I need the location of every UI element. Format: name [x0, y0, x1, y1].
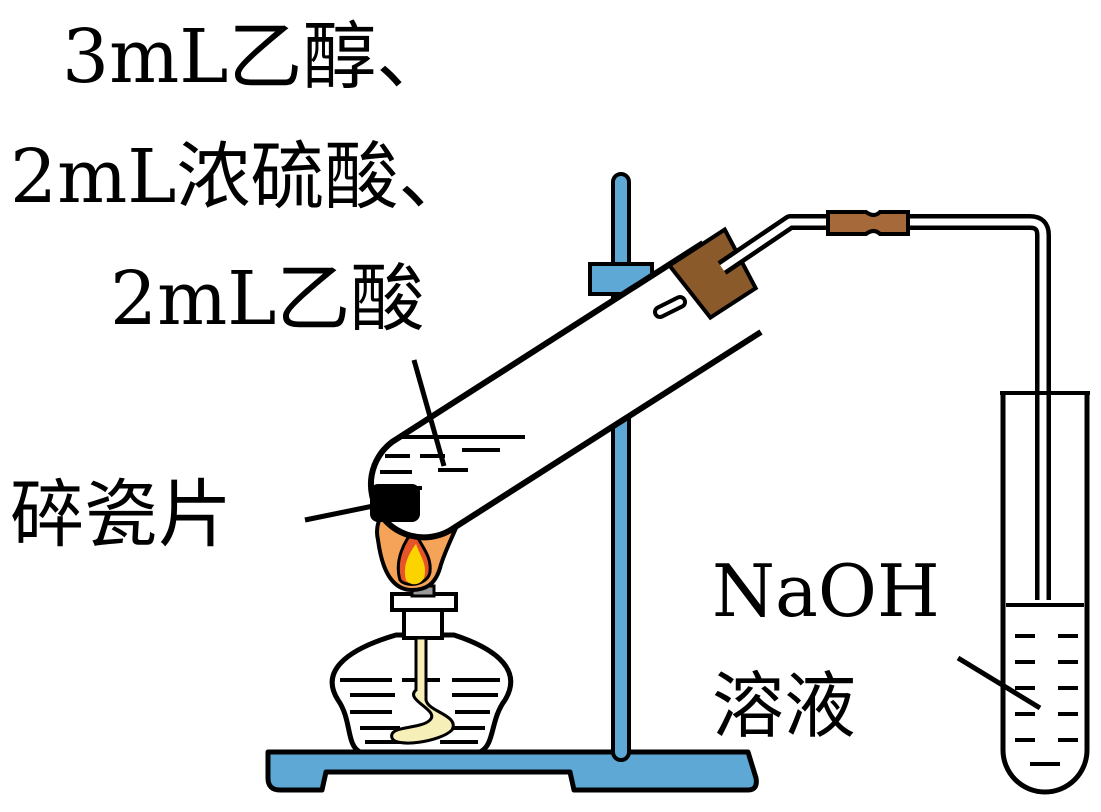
label-reactants-line3: 2mL乙酸	[110, 256, 425, 342]
lamp-wick	[390, 636, 455, 745]
alcohol-lamp	[329, 584, 514, 755]
delivery-tube-hollow	[720, 218, 1047, 600]
stand-base	[265, 749, 759, 793]
leader-line-naoh	[956, 655, 1042, 711]
stand-rod	[611, 172, 631, 762]
leader-line-porcelain	[304, 500, 389, 523]
reaction-test-tube	[367, 226, 763, 541]
naoh-liquid-lines	[1015, 634, 1078, 766]
porcelain-chips	[370, 484, 420, 522]
delivery-tube-outline	[717, 214, 1051, 600]
label-reactants-line1: 3mL乙醇、	[62, 14, 451, 100]
leader-line-reactants	[411, 359, 447, 467]
delivery-tube	[717, 210, 1051, 600]
label-naoh: NaOH	[712, 549, 940, 633]
label-naoh-solution: 溶液	[712, 664, 857, 748]
label-reactants-line2: 2mL浓硫酸、	[10, 134, 473, 220]
tube-inner-end-hollow	[657, 299, 683, 315]
lamp-neck	[402, 608, 444, 640]
receiving-test-tube	[1000, 391, 1090, 795]
label-porcelain-chips: 碎瓷片	[10, 472, 232, 558]
rubber-joint	[826, 210, 910, 236]
flame-inner	[404, 544, 426, 585]
receiving-tube-body	[1000, 393, 1090, 795]
